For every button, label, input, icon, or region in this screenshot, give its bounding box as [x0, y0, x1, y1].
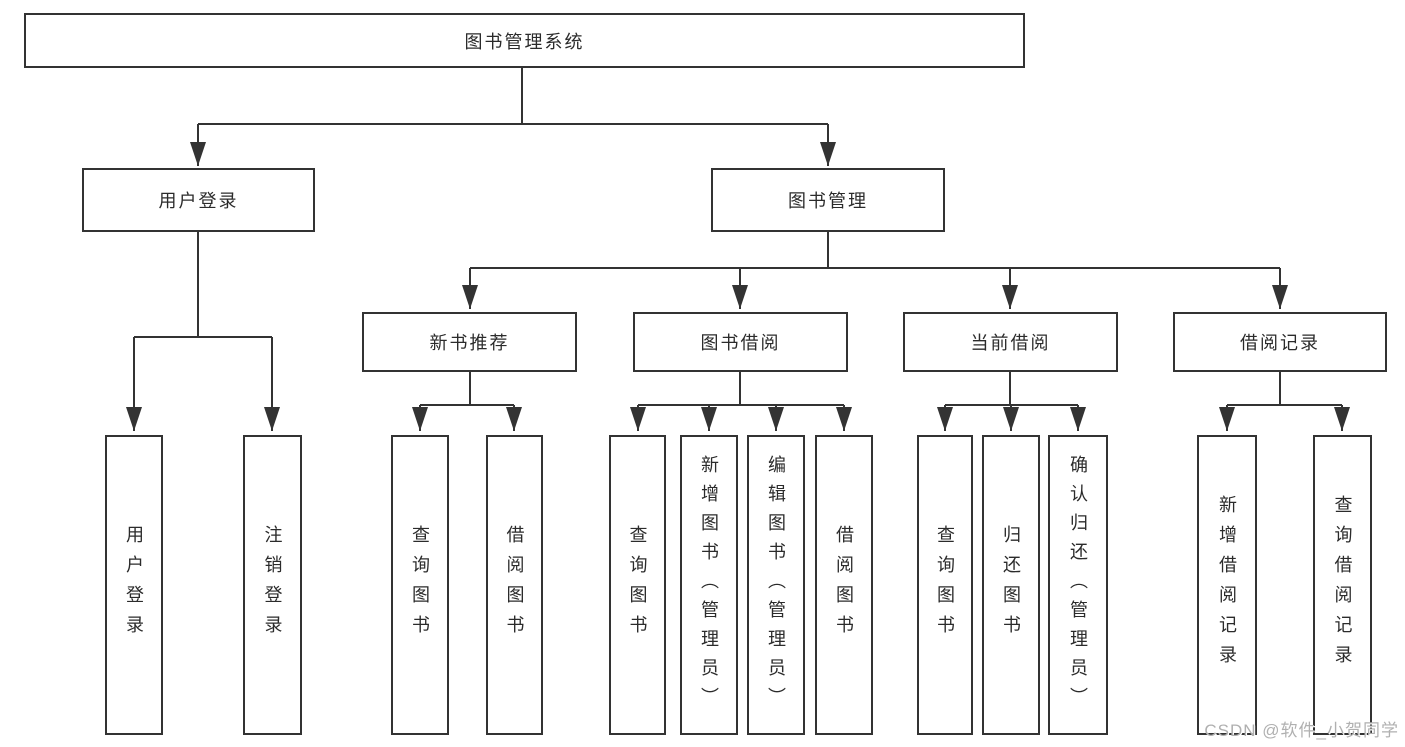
leaf-user-login: 用户登录 — [105, 435, 163, 735]
node-book-management: 图书管理 — [711, 168, 945, 232]
leaf-confirm-return-admin-label: 确认归还（管理员） — [1068, 454, 1088, 716]
node-book-borrow: 图书借阅 — [633, 312, 848, 372]
leaf-query-borrow-record: 查询借阅记录 — [1313, 435, 1372, 735]
leaf-query-book-borrow-label: 查询图书 — [627, 525, 648, 645]
node-new-book-recommend: 新书推荐 — [362, 312, 577, 372]
leaf-query-book-current-label: 查询图书 — [935, 525, 955, 645]
leaf-user-login-label: 用户登录 — [124, 525, 144, 645]
leaf-logout: 注销登录 — [243, 435, 302, 735]
leaf-query-book-current: 查询图书 — [917, 435, 973, 735]
leaf-edit-book-admin: 编辑图书（管理员） — [747, 435, 805, 735]
node-current-borrow: 当前借阅 — [903, 312, 1118, 372]
leaf-confirm-return-admin: 确认归还（管理员） — [1048, 435, 1108, 735]
leaf-add-borrow-record-label: 新增借阅记录 — [1217, 495, 1237, 675]
leaf-logout-label: 注销登录 — [262, 525, 283, 645]
leaf-borrow-book-label: 借阅图书 — [834, 525, 854, 645]
leaf-return-book: 归还图书 — [982, 435, 1040, 735]
leaf-return-book-label: 归还图书 — [1001, 525, 1021, 645]
leaf-borrow-book: 借阅图书 — [815, 435, 873, 735]
leaf-borrow-book-recommend: 借阅图书 — [486, 435, 543, 735]
leaf-add-borrow-record: 新增借阅记录 — [1197, 435, 1257, 735]
leaf-query-book-recommend-label: 查询图书 — [410, 525, 430, 645]
leaf-query-book-recommend: 查询图书 — [391, 435, 449, 735]
leaf-borrow-book-recommend-label: 借阅图书 — [504, 525, 525, 645]
leaf-query-book-borrow: 查询图书 — [609, 435, 666, 735]
leaf-query-borrow-record-label: 查询借阅记录 — [1332, 495, 1353, 675]
node-user-login: 用户登录 — [82, 168, 315, 232]
node-borrow-records: 借阅记录 — [1173, 312, 1387, 372]
leaf-add-book-admin: 新增图书（管理员） — [680, 435, 738, 735]
leaf-edit-book-admin-label: 编辑图书（管理员） — [766, 454, 786, 716]
node-library-management-system: 图书管理系统 — [24, 13, 1025, 68]
csdn-watermark: CSDN @软件_小贺同学 — [1204, 721, 1399, 740]
leaf-add-book-admin-label: 新增图书（管理员） — [699, 454, 719, 716]
